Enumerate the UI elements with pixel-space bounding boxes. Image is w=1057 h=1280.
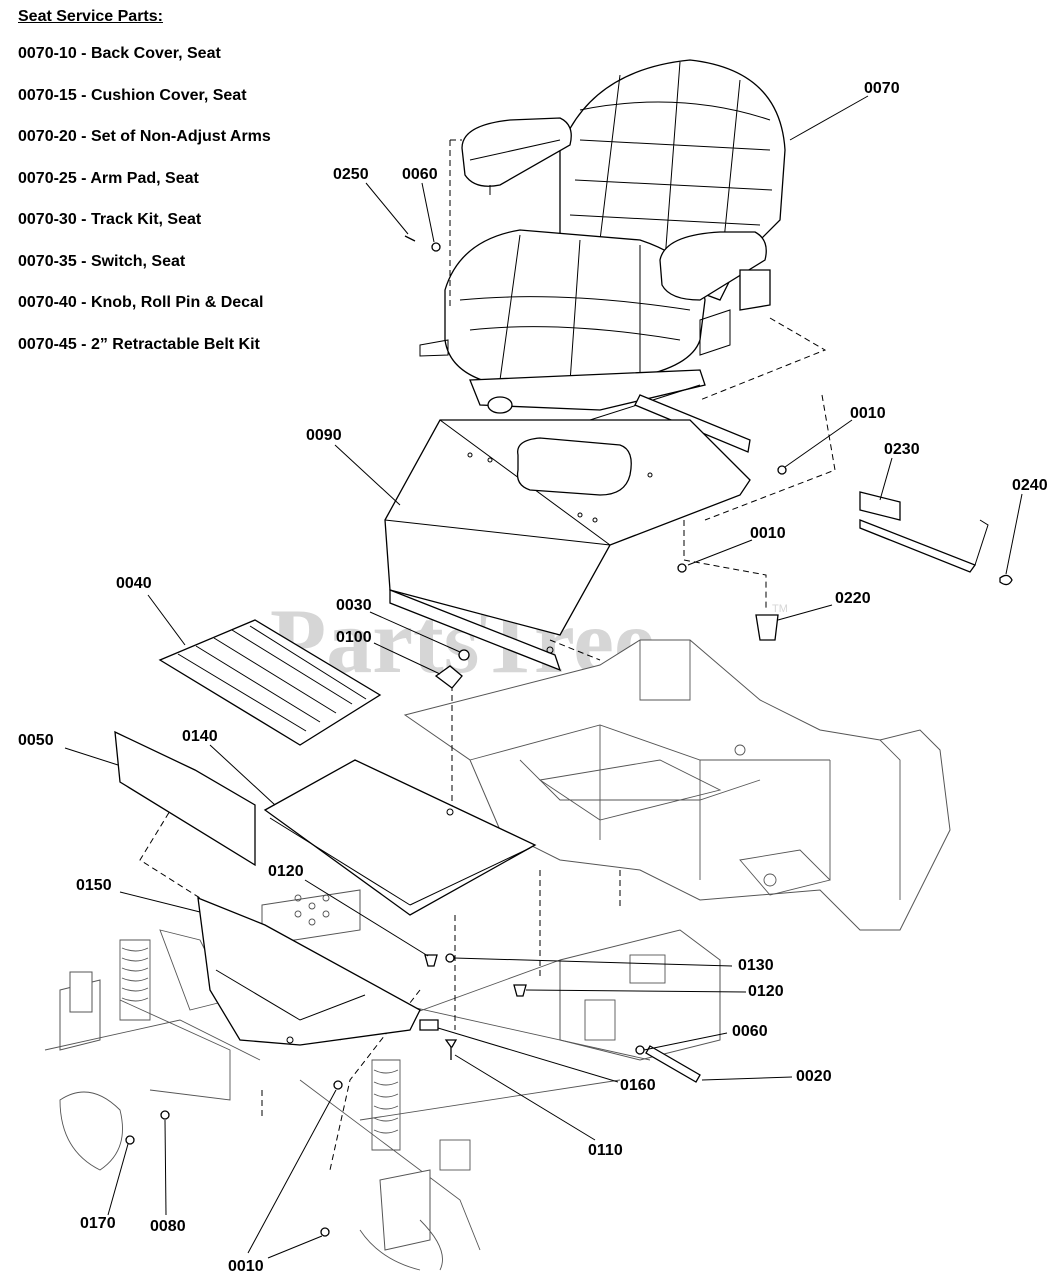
bumper-0220: [755, 614, 779, 641]
callout-0170: 0170: [80, 1215, 116, 1232]
legend-item: 0070-30 - Track Kit, Seat: [18, 211, 202, 228]
callout-0220: 0220: [835, 590, 871, 607]
fastener-0120a: [424, 954, 438, 967]
knob-0100: [434, 665, 463, 689]
nut-0060a: [431, 242, 441, 252]
legend-list: 0070-10 - Back Cover, Seat 0070-15 - Cus…: [18, 44, 271, 376]
callout-0100: 0100: [336, 629, 372, 646]
callout-0010-a: 0010: [850, 405, 886, 422]
bolt-0170: [125, 1135, 135, 1145]
panel-0050: [114, 730, 256, 867]
nut-0010a: [777, 465, 787, 475]
legend-item: 0070-40 - Knob, Roll Pin & Decal: [18, 294, 264, 311]
callout-0120-b: 0120: [748, 983, 784, 1000]
dash-0090: [549, 639, 601, 661]
legend-item: 0070-25 - Arm Pad, Seat: [18, 169, 199, 187]
legend-item: 0070-20 - Set of Non-Adjust Arms: [18, 128, 271, 145]
bracket-0230: [859, 491, 989, 573]
legend-item: 0070-35 - Switch, Seat: [18, 252, 186, 270]
dash-seat-right: [699, 317, 836, 521]
dash-seat-left: [449, 139, 462, 310]
callout-0240: 0240: [1012, 477, 1048, 494]
callout-0070: 0070: [864, 80, 900, 97]
callout-0160: 0160: [620, 1077, 656, 1094]
callout-0060-a: 0060: [402, 166, 438, 183]
legend-heading: Seat Service Parts:: [18, 8, 163, 25]
pin-0020: [645, 1045, 701, 1083]
panel-0150: [197, 896, 421, 1046]
nut-0130: [445, 953, 455, 963]
callout-0060-b: 0060: [732, 1023, 768, 1040]
callout-0020: 0020: [796, 1068, 832, 1085]
callout-0050: 0050: [18, 732, 54, 749]
dash-0010c: [261, 989, 421, 1171]
seat-service-parts-legend: Seat Service Parts: 0070-10 - Back Cover…: [18, 8, 271, 376]
washer-0060b: [635, 1045, 645, 1055]
nut-0010c-lower: [320, 1227, 330, 1237]
nut-0030: [458, 649, 470, 661]
callout-0110: 0110: [588, 1142, 623, 1159]
washer-0080: [160, 1110, 170, 1120]
spring-0240: [999, 574, 1013, 586]
bolt-0110: [444, 1039, 458, 1048]
chassis-frame: [44, 639, 951, 1271]
seat-0070: [419, 59, 786, 453]
callout-0150: 0150: [76, 877, 112, 894]
legend-item: 0070-15 - Cushion Cover, Seat: [18, 86, 247, 104]
leader-lines: [64, 95, 1023, 1259]
fastener-0120b: [513, 984, 527, 997]
floor-plate-0140: [263, 759, 537, 916]
callout-0120-a: 0120: [268, 863, 304, 880]
callout-0080: 0080: [150, 1218, 186, 1235]
legend-item: 0070-45 - 2” Retractable Belt Kit: [18, 335, 260, 353]
legend-item: 0070-10 - Back Cover, Seat: [18, 45, 221, 62]
callout-0230: 0230: [884, 441, 920, 458]
watermark-tm: TM: [772, 603, 788, 615]
callout-0010-b: 0010: [750, 525, 786, 542]
dash-0010: [683, 520, 767, 610]
seat-pan-0090: [384, 419, 751, 672]
dash-0130: [454, 870, 621, 1030]
callout-0040: 0040: [116, 575, 152, 592]
callout-0090: 0090: [306, 427, 342, 444]
nut-0010b: [677, 563, 687, 573]
callout-0010-c: 0010: [228, 1258, 264, 1275]
callout-0130: 0130: [738, 957, 774, 974]
callout-0250: 0250: [333, 166, 369, 183]
callout-0030: 0030: [336, 597, 372, 614]
nut-0010c-upper: [333, 1080, 343, 1090]
part-0160: [419, 1019, 439, 1031]
floor-mat-0040: [158, 619, 382, 746]
callout-0140: 0140: [182, 728, 218, 745]
pin-0250: [404, 235, 416, 242]
